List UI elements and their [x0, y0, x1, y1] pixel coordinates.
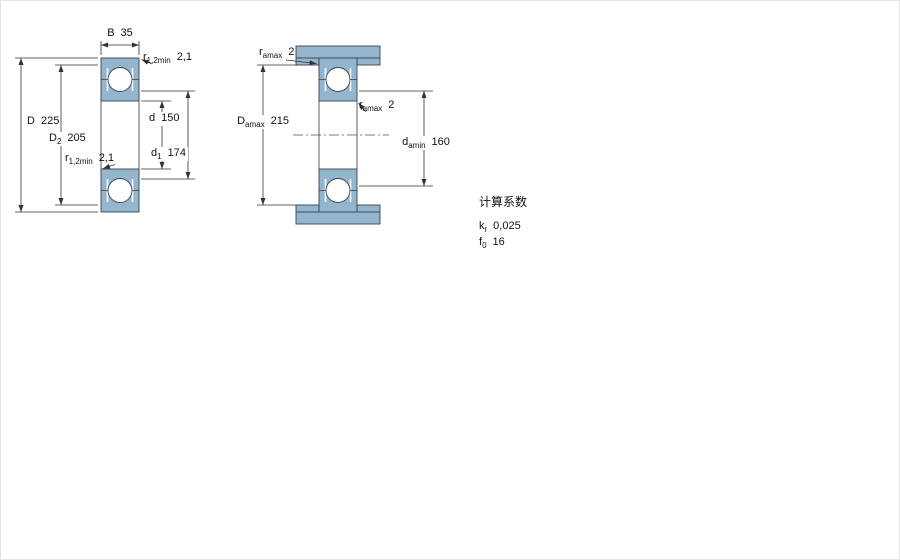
- dim-symbol: B: [107, 27, 115, 39]
- ball-top: [107, 67, 133, 92]
- dim-symbol: r: [359, 99, 363, 111]
- left-view-bearing-section: [100, 57, 140, 213]
- ball-top: [325, 67, 351, 92]
- dim-label-damin: damin 160: [400, 136, 452, 151]
- dim-label-D2: D2 205: [47, 132, 88, 147]
- dim-value: 2,1: [176, 51, 192, 63]
- dim-symbol: d: [402, 136, 409, 148]
- dim-label-ramax-top: ramax 2: [259, 46, 294, 60]
- housing-band-top: [295, 45, 381, 59]
- dim-symbol: r: [143, 51, 147, 63]
- ball-bottom: [325, 178, 351, 203]
- dim-value: 35: [120, 27, 133, 39]
- dim-symbol: D: [27, 115, 35, 127]
- dim-label-r12min-bottom: r1,2min 2,1: [65, 152, 114, 166]
- dim-subscript: 2: [56, 137, 62, 147]
- dim-label-B: B 35: [107, 27, 133, 41]
- leader-ra-mid: [358, 102, 367, 113]
- dim-label-D: D 225: [27, 115, 59, 129]
- factor-symbol: k: [479, 220, 485, 232]
- housing-shoulder-bottom-right: [356, 204, 381, 213]
- dim-subscript: amax: [362, 104, 383, 114]
- dim-subscript: 1,2min: [146, 56, 171, 66]
- dim-value: 205: [67, 132, 86, 144]
- housing-shoulder-top-right: [356, 57, 381, 66]
- dim-value: 150: [161, 112, 180, 124]
- housing-band-bottom: [295, 211, 381, 225]
- dim-label-r12min-top: r1,2min 2,1: [143, 51, 192, 65]
- housing-shoulder-bottom-left: [295, 204, 320, 213]
- dim-subscript: amax: [245, 120, 265, 130]
- dim-value: 215: [270, 115, 289, 127]
- leader-ra-top: [285, 59, 317, 66]
- dim-value: 225: [40, 115, 60, 127]
- dim-label-d1: d1 174: [149, 147, 188, 162]
- factor-symbol: f: [479, 236, 483, 248]
- factor-subscript: r: [484, 225, 488, 235]
- dim-symbol: D: [237, 115, 246, 127]
- dim-symbol: D: [49, 132, 57, 144]
- dim-subscript: amin: [408, 141, 426, 151]
- dim-value: 174: [167, 147, 186, 159]
- right-view-abutment-section: [293, 45, 389, 225]
- dim-subscript: amax: [262, 51, 283, 61]
- factor-kr: kr 0,025: [479, 220, 521, 234]
- dim-subscript: 1,2min: [68, 157, 93, 167]
- dim-symbol: r: [259, 46, 263, 58]
- calculation-factors-title: 计算系数: [479, 195, 528, 209]
- factor-value: 16: [492, 236, 505, 248]
- dim-label-ramax-mid: ramax 2: [359, 99, 394, 113]
- dim-label-d: d 150: [147, 112, 182, 127]
- dim-symbol: d: [149, 112, 156, 124]
- dim-label-Damax: Damax 215: [235, 115, 291, 130]
- dim-value: 2: [388, 99, 395, 111]
- factor-f0: f0 16: [479, 236, 505, 250]
- leader-r-bottom: [102, 163, 116, 169]
- ball-bottom: [107, 178, 133, 203]
- leader-r-top: [141, 59, 153, 65]
- dim-symbol: d: [151, 147, 158, 159]
- dim-value: 2,1: [98, 152, 114, 164]
- dim-value: 2: [288, 46, 295, 58]
- factor-subscript: 0: [482, 241, 487, 251]
- dim-value: 160: [431, 136, 450, 148]
- factor-value: 0,025: [493, 220, 521, 232]
- dim-symbol: r: [65, 152, 69, 164]
- dim-subscript: 1: [157, 152, 162, 162]
